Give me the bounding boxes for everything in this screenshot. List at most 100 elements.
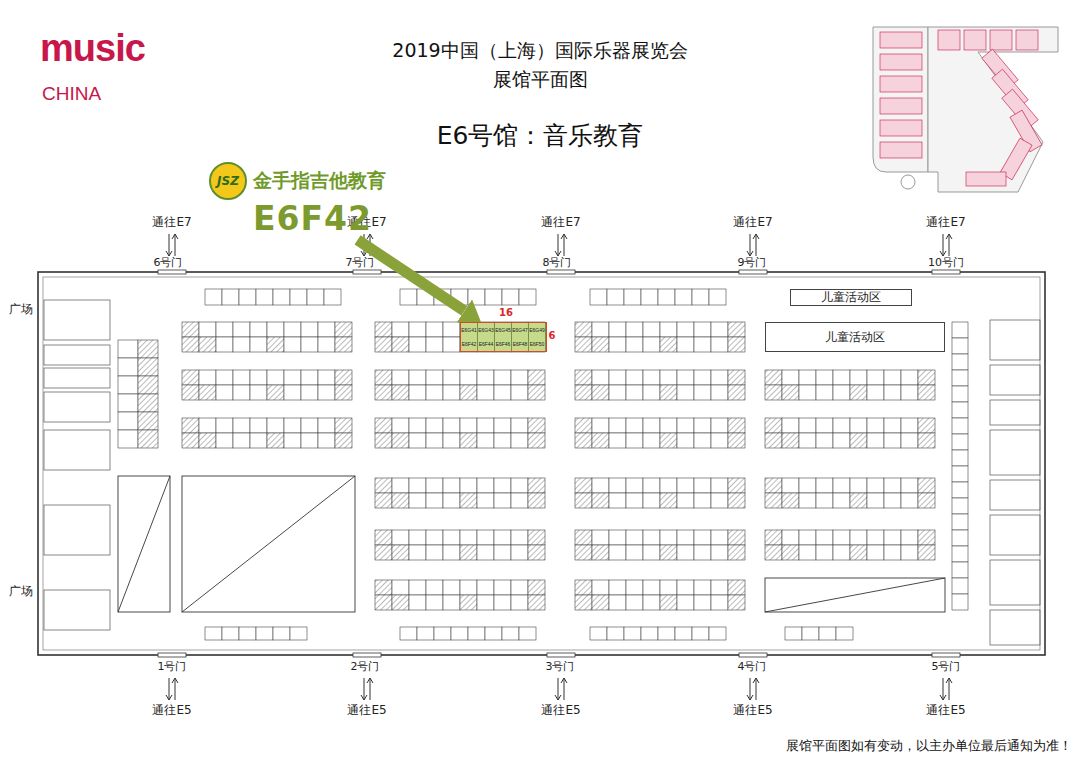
direction-label: 通往E7 (152, 216, 191, 229)
booth-cell (901, 433, 918, 448)
booth-cell (575, 433, 592, 448)
booth-cell (392, 337, 409, 352)
booth-cell (816, 493, 833, 508)
booth-cell (643, 545, 660, 560)
booth-cell (694, 370, 711, 385)
booth-cell (867, 385, 884, 400)
booth-cell (833, 433, 850, 448)
direction-label: 通往E5 (347, 704, 386, 717)
booth-cell (643, 493, 660, 508)
booth-cell (443, 580, 460, 595)
booth-cell (239, 289, 256, 305)
booth-cell (199, 337, 216, 352)
booth-cell (250, 418, 267, 433)
direction-label: 通往E5 (541, 704, 580, 717)
booth-cell (335, 322, 352, 337)
booth-cell (816, 433, 833, 448)
booth-cell (434, 627, 451, 640)
booth-cell (375, 418, 392, 433)
booth-cell (867, 370, 884, 385)
door-arrow (555, 695, 561, 700)
booth-id: E6G45 (495, 323, 512, 337)
booth-cell (409, 433, 426, 448)
booth-cell (833, 385, 850, 400)
booth-cell (443, 370, 460, 385)
booth-cell (477, 530, 494, 545)
booth-cell (267, 418, 284, 433)
booth-cell (375, 370, 392, 385)
booth-cell (677, 418, 694, 433)
booth-cell (199, 418, 216, 433)
booth-cell (626, 493, 643, 508)
booth-cell (609, 493, 626, 508)
booth-cell (833, 493, 850, 508)
booth-cell (609, 545, 626, 560)
booth-cell (409, 385, 426, 400)
booth-cell (884, 370, 901, 385)
booth-cell (799, 385, 816, 400)
booth-cell (711, 418, 728, 433)
booth-cell (502, 627, 519, 640)
door-arrow (946, 234, 952, 239)
booth-cell (660, 418, 677, 433)
booth-cell (590, 289, 607, 305)
booth-cell (443, 545, 460, 560)
booth-cell (711, 580, 728, 595)
booth-cell (884, 545, 901, 560)
pointer-arrow (358, 240, 465, 311)
booth-cell (709, 627, 726, 640)
booth-cell (694, 322, 711, 337)
page-title: 2019中国（上海）国际乐器展览会 展馆平面图 (365, 36, 715, 93)
booth-cell (609, 418, 626, 433)
booth-cell (575, 370, 592, 385)
booth-cell (409, 530, 426, 545)
booth-cell (952, 370, 968, 386)
booth-cell (400, 289, 417, 305)
booth-cell (660, 493, 677, 508)
booth-cell (952, 402, 968, 418)
booth-cell (785, 627, 802, 640)
booth-cell (301, 418, 318, 433)
booth-cell (592, 433, 609, 448)
door-label: 10号门 (928, 257, 964, 269)
booth-cell (816, 478, 833, 493)
booth-id: E6G49 (529, 323, 546, 337)
door-mark (932, 653, 960, 657)
booth-cell (626, 545, 643, 560)
booth-cell (528, 418, 545, 433)
booth-cell (626, 322, 643, 337)
booth-cell (182, 337, 199, 352)
booth-cell (409, 337, 426, 352)
door-arrow (750, 678, 751, 700)
mini-map (873, 27, 1058, 192)
booth-cell (711, 370, 728, 385)
booth-cell (782, 370, 799, 385)
booth-cell (511, 530, 528, 545)
booth-cell (392, 545, 409, 560)
booth-cell (528, 595, 545, 610)
booth-id: E6G47 (512, 323, 529, 337)
booth-cell (918, 478, 935, 493)
direction-label: 通往E5 (926, 704, 965, 717)
booth-cell (417, 627, 434, 640)
booth-cell (660, 595, 677, 610)
booth-cell (426, 580, 443, 595)
booth-cell (477, 418, 494, 433)
booth-cell (592, 595, 609, 610)
booth-cell (511, 478, 528, 493)
booth-cell (250, 337, 267, 352)
booth-cell (392, 418, 409, 433)
booth-cell (233, 385, 250, 400)
booth-cell (660, 545, 677, 560)
booth-cell (138, 430, 158, 448)
booth-cell (460, 385, 477, 400)
booth-cell (216, 385, 233, 400)
booth-cell (375, 337, 392, 352)
footnote: 展馆平面图如有变动，以主办单位最后通知为准！ (786, 738, 1072, 755)
booth-cell (233, 433, 250, 448)
booth-cell (575, 337, 592, 352)
booth-cell (460, 478, 477, 493)
booth-cell (626, 530, 643, 545)
booth-cell (375, 530, 392, 545)
booth-cell (575, 545, 592, 560)
